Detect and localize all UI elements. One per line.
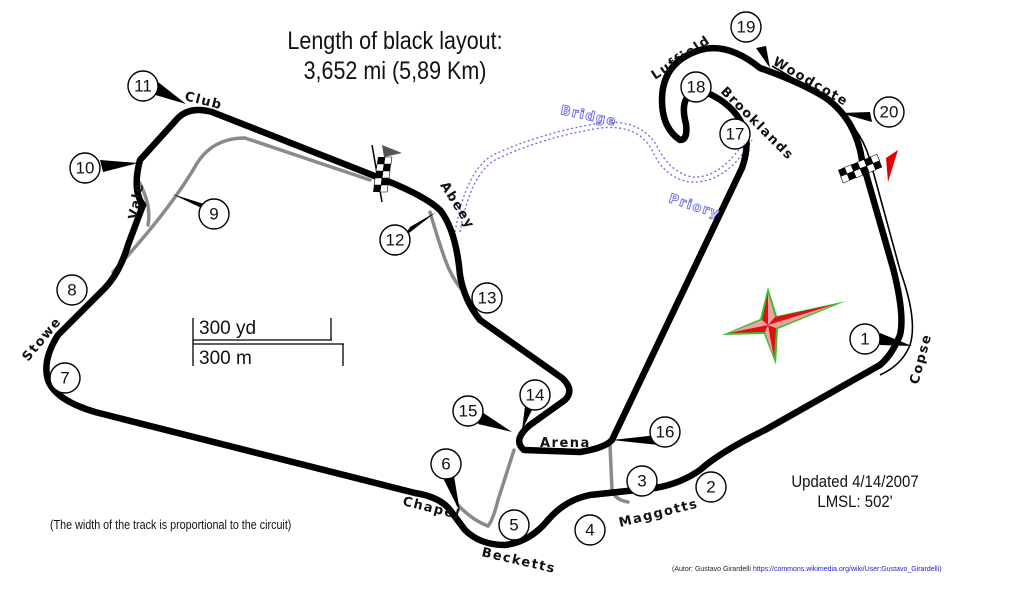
scale-meters-label: 300 m	[199, 348, 252, 369]
corner-label-priory: Priory	[667, 192, 722, 223]
author-credit: (Autor: Gustavo Girardelli https://commo…	[672, 566, 942, 573]
abbey-alt-section	[428, 210, 464, 292]
red-flag-icon	[886, 150, 898, 182]
vale-alt-section	[111, 136, 372, 274]
updated-date: Updated 4/14/2007	[791, 472, 919, 491]
turn-number-12: 12	[386, 231, 405, 250]
corner-label-woodcote: Woodcote	[770, 54, 851, 109]
corner-label-bridge: Bridge	[559, 103, 618, 130]
chapel-alt-section	[456, 503, 490, 528]
turn-number-3: 3	[637, 472, 646, 491]
layout-length-title: Length of black layout: 3,652 mi (5,89 K…	[253, 26, 537, 86]
corner-label-becketts: Becketts	[480, 545, 557, 577]
main-track-layout	[43, 44, 905, 549]
turn-number-13: 13	[478, 289, 497, 308]
updated-info: Updated 4/14/2007 LMSL: 502'	[780, 472, 930, 512]
turn-number-20: 20	[880, 103, 899, 122]
scale-bar	[192, 318, 344, 366]
turn-numbers: 1 2 3 4 5 6 7 8 9 10 11 12 13 14 15 16 1…	[60, 18, 898, 540]
updated-lmsl: LMSL: 502'	[817, 492, 893, 511]
turn-number-2: 2	[706, 478, 715, 497]
compass-star-icon	[722, 287, 846, 365]
turn-markers	[49, 11, 905, 546]
title-line-1: Length of black layout:	[287, 27, 503, 55]
turn-number-10: 10	[76, 159, 95, 178]
turn-number-6: 6	[441, 455, 450, 474]
track-width-note: (The width of the track is proportional …	[50, 518, 292, 532]
title-line-2: 3,652 mi (5,89 Km)	[303, 57, 487, 85]
arena-alt-section	[486, 448, 516, 528]
turn-number-4: 4	[585, 521, 594, 540]
turn-number-7: 7	[60, 369, 69, 388]
vale-chicane-alt	[136, 178, 151, 227]
turn-number-16: 16	[656, 423, 675, 442]
author-link[interactable]: https://commons.wikimedia.org/wiki/User:…	[752, 566, 942, 573]
turn-number-14: 14	[526, 386, 545, 405]
alternate-layout	[111, 136, 630, 528]
turn-number-19: 19	[737, 18, 756, 37]
turn-pointers	[100, 46, 912, 512]
turn-number-15: 15	[459, 402, 478, 421]
turn-number-17: 17	[726, 125, 745, 144]
corner-label-abbey: Abeey	[437, 179, 478, 232]
corner-label-vale: Vale	[126, 181, 147, 220]
turn-number-1: 1	[860, 330, 869, 349]
turn-number-8: 8	[67, 281, 76, 300]
author-name: (Autor: Gustavo Girardelli	[672, 566, 751, 573]
finish-line-checkered-icon	[838, 153, 883, 184]
turn-number-18: 18	[687, 78, 706, 97]
bridge-priory-route	[454, 121, 753, 233]
scale-yards-label: 300 yd	[199, 318, 256, 339]
checkered-flag-icon	[371, 144, 402, 203]
turn-number-9: 9	[209, 205, 218, 224]
corner-label-arena: Arena	[540, 436, 591, 451]
turn-number-11: 11	[134, 77, 152, 96]
turn-number-5: 5	[509, 516, 518, 535]
